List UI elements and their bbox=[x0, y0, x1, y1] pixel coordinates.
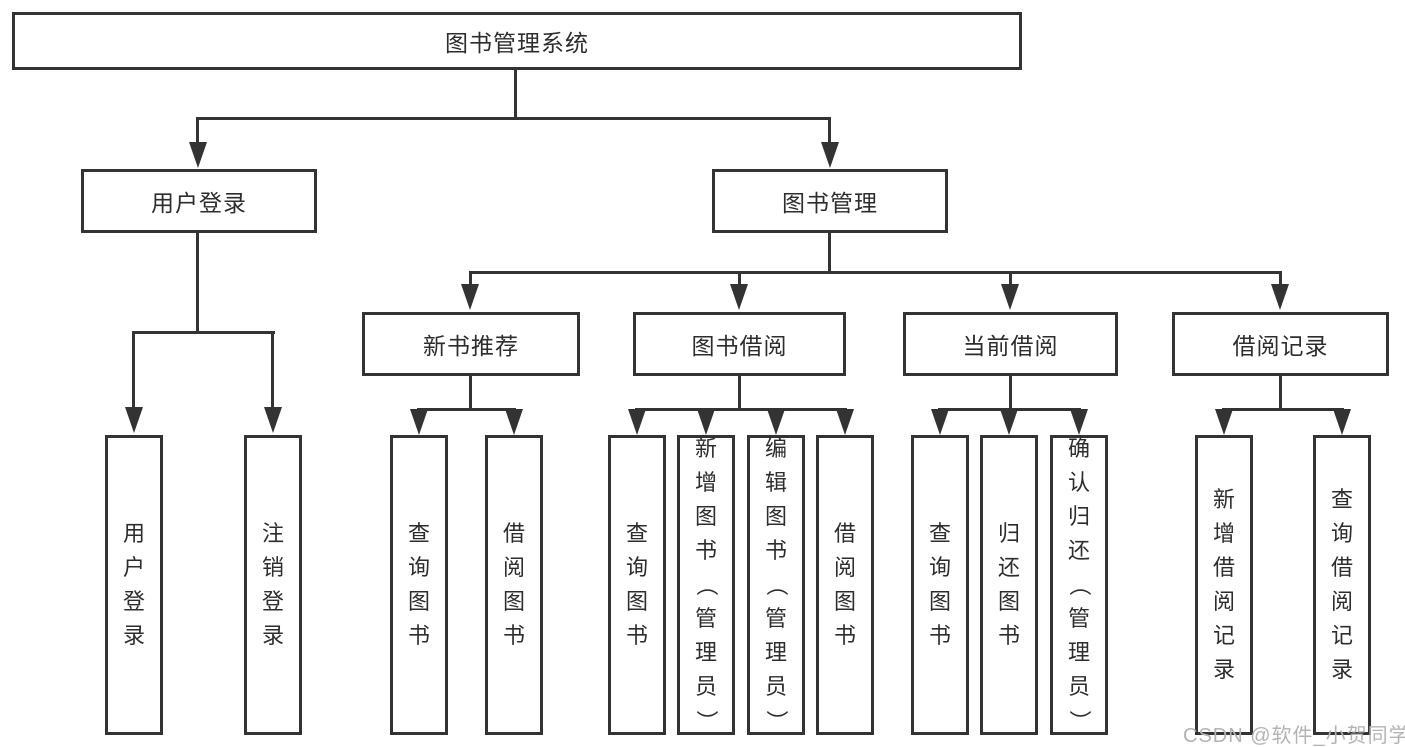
arrowhead-icon bbox=[410, 409, 428, 435]
leaf-query-borrow-record: 查询借阅记录 bbox=[1313, 435, 1371, 735]
connector-line bbox=[1279, 271, 1282, 286]
connector-line bbox=[132, 331, 275, 334]
arrowhead-icon bbox=[1000, 409, 1018, 435]
arrowhead-icon bbox=[125, 407, 143, 433]
connector-line bbox=[469, 376, 472, 410]
leaf-borrow-books-2-label: 借阅图书 bbox=[833, 521, 856, 648]
connector-line bbox=[132, 331, 135, 409]
leaf-confirm-return-admin-label: 确认归还（管理员） bbox=[1066, 436, 1092, 733]
node-book-management-label: 图书管理 bbox=[782, 190, 878, 216]
node-current-borrow-label: 当前借阅 bbox=[962, 333, 1059, 359]
leaf-query-books-2: 查询图书 bbox=[608, 435, 666, 735]
arrowhead-icon bbox=[461, 284, 479, 310]
connector-line bbox=[271, 331, 274, 409]
node-root-label: 图书管理系统 bbox=[445, 30, 589, 56]
arrowhead-icon bbox=[628, 409, 646, 435]
leaf-query-books-1-label: 查询图书 bbox=[407, 521, 430, 648]
connector-line bbox=[469, 271, 1282, 274]
arrowhead-icon bbox=[1001, 284, 1019, 310]
connector-line bbox=[738, 376, 741, 410]
leaf-return-book: 归还图书 bbox=[980, 435, 1038, 735]
node-borrow-records: 借阅记录 bbox=[1172, 312, 1389, 376]
arrowhead-icon bbox=[1215, 409, 1233, 435]
connector-line bbox=[738, 271, 741, 286]
leaf-logout-login-label: 注销登录 bbox=[261, 521, 284, 648]
arrowhead-icon bbox=[189, 142, 207, 168]
leaf-query-books-3-label: 查询图书 bbox=[928, 521, 951, 648]
node-user-login: 用户登录 bbox=[81, 169, 317, 233]
node-book-management: 图书管理 bbox=[712, 169, 948, 233]
arrowhead-icon bbox=[1070, 409, 1088, 435]
leaf-user-login: 用户登录 bbox=[105, 435, 163, 735]
arrowhead-icon bbox=[264, 407, 282, 433]
arrowhead-icon bbox=[697, 409, 715, 435]
connector-line bbox=[514, 70, 517, 119]
leaf-add-borrow-record-label: 新增借阅记录 bbox=[1212, 487, 1235, 682]
node-book-borrow: 图书借阅 bbox=[633, 312, 846, 376]
leaf-user-login-label: 用户登录 bbox=[122, 521, 145, 648]
connector-line bbox=[1009, 271, 1012, 286]
node-new-book-recommend: 新书推荐 bbox=[362, 312, 580, 376]
leaf-borrow-books-2: 借阅图书 bbox=[816, 435, 874, 735]
connector-line bbox=[1222, 408, 1344, 411]
node-current-borrow: 当前借阅 bbox=[903, 312, 1118, 376]
connector-line bbox=[196, 117, 831, 120]
arrowhead-icon bbox=[931, 409, 949, 435]
connector-line bbox=[1279, 376, 1282, 410]
leaf-add-book-admin-label: 新增图书（管理员） bbox=[693, 436, 719, 733]
arrowhead-icon bbox=[730, 284, 748, 310]
leaf-confirm-return-admin: 确认归还（管理员） bbox=[1050, 435, 1108, 735]
arrowhead-icon bbox=[1333, 409, 1351, 435]
connector-line bbox=[1009, 376, 1012, 410]
connector-line bbox=[417, 408, 516, 411]
node-borrow-records-label: 借阅记录 bbox=[1232, 333, 1329, 359]
connector-line bbox=[635, 408, 847, 411]
leaf-add-borrow-record: 新增借阅记录 bbox=[1195, 435, 1253, 735]
node-root: 图书管理系统 bbox=[12, 12, 1022, 70]
connector-line bbox=[196, 233, 199, 334]
leaf-add-book-admin: 新增图书（管理员） bbox=[677, 435, 735, 735]
leaf-query-books-2-label: 查询图书 bbox=[625, 521, 648, 648]
connector-line bbox=[196, 117, 199, 144]
leaf-query-books-3: 查询图书 bbox=[911, 435, 969, 735]
leaf-borrow-books-1-label: 借阅图书 bbox=[502, 521, 525, 648]
leaf-return-book-label: 归还图书 bbox=[997, 521, 1020, 648]
node-new-book-recommend-label: 新书推荐 bbox=[423, 333, 519, 359]
node-book-borrow-label: 图书借阅 bbox=[691, 333, 788, 359]
leaf-borrow-books-1: 借阅图书 bbox=[485, 435, 543, 735]
connector-line bbox=[828, 117, 831, 144]
csdn-watermark: CSDN @软件_小贺同学 bbox=[1183, 725, 1405, 747]
leaf-edit-book-admin: 编辑图书（管理员） bbox=[747, 435, 805, 735]
arrowhead-icon bbox=[821, 142, 839, 168]
arrowhead-icon bbox=[767, 409, 785, 435]
leaf-logout-login: 注销登录 bbox=[244, 435, 302, 735]
connector-line bbox=[469, 271, 472, 286]
node-user-login-label: 用户登录 bbox=[151, 190, 247, 216]
arrowhead-icon bbox=[836, 409, 854, 435]
leaf-query-books-1: 查询图书 bbox=[390, 435, 448, 735]
connector-line bbox=[828, 233, 831, 273]
leaf-query-borrow-record-label: 查询借阅记录 bbox=[1330, 487, 1353, 682]
arrowhead-icon bbox=[505, 409, 523, 435]
arrowhead-icon bbox=[1271, 284, 1289, 310]
leaf-edit-book-admin-label: 编辑图书（管理员） bbox=[763, 436, 789, 733]
